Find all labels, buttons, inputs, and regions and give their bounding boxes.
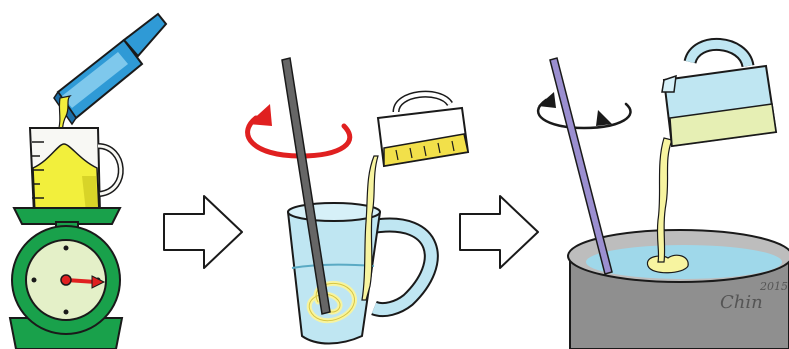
arrow-right-icon	[164, 196, 242, 268]
svg-text:Chin: Chin	[720, 292, 763, 313]
stirring-rod-icon	[550, 58, 612, 274]
step-1-weighing	[10, 14, 166, 349]
measuring-jug-icon	[662, 44, 776, 146]
small-jug-icon	[378, 94, 468, 166]
step-3-pot: Chin 2015	[538, 44, 789, 349]
measuring-jug-icon	[30, 128, 121, 214]
rotation-arrow-icon	[538, 92, 630, 128]
kitchen-scale-icon	[10, 208, 122, 349]
scoop-icon	[54, 14, 166, 124]
step-2-mixing	[248, 58, 468, 344]
svg-text:2015: 2015	[759, 280, 788, 293]
arrow-right-icon	[460, 196, 538, 268]
